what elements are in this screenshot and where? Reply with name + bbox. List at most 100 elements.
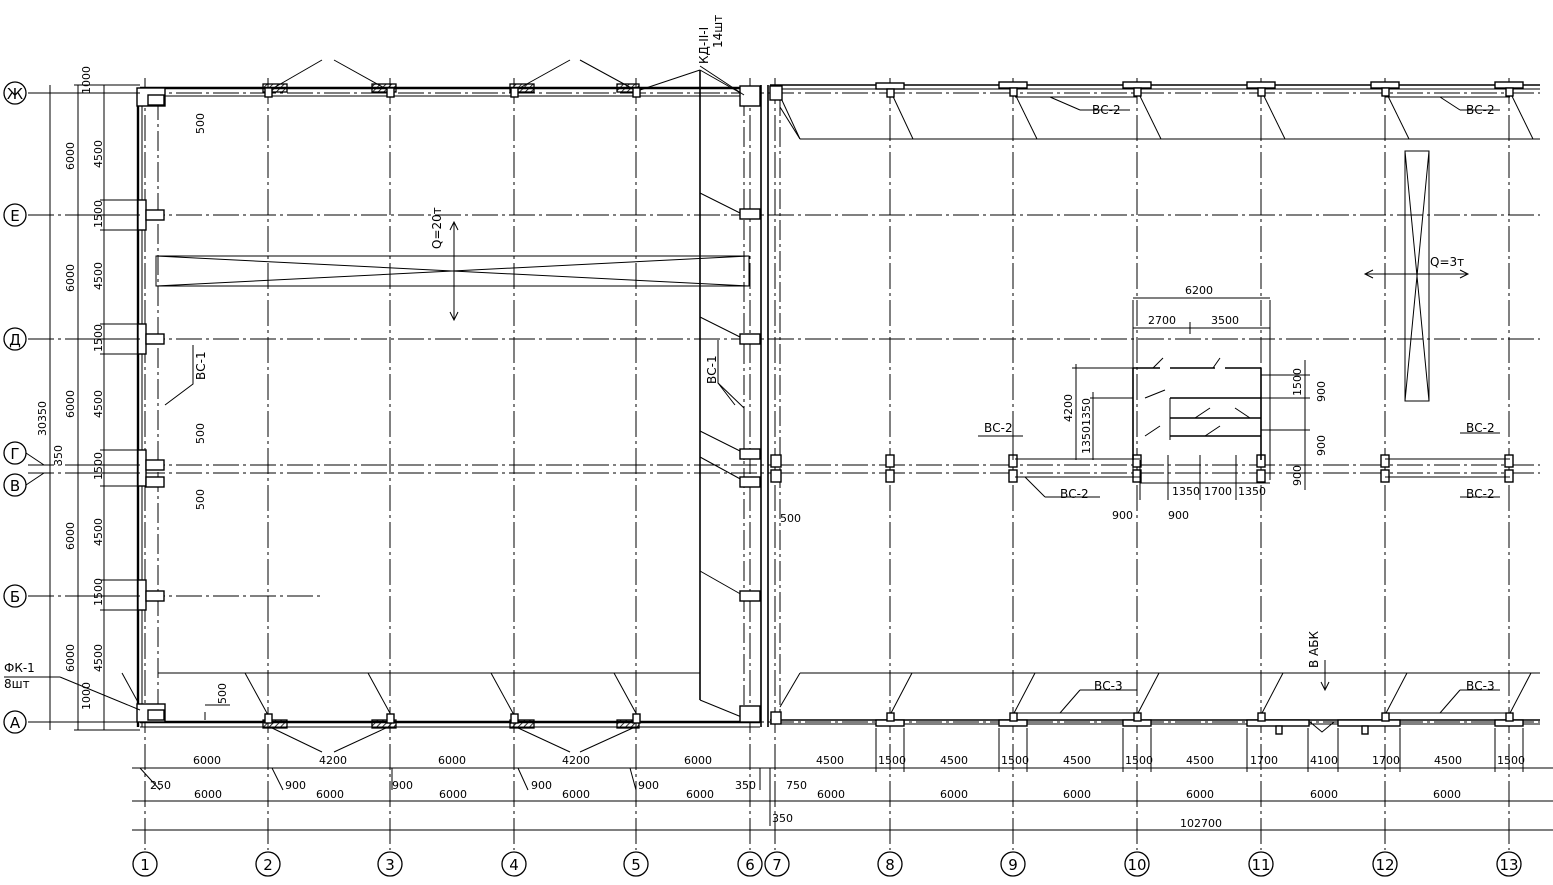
joint-bracing [699,192,745,597]
dim-b1-1500-c: 1500 [1125,754,1153,767]
vs3-b-label: ВС-3 [1466,679,1495,693]
dim-500-top: 500 [194,113,207,134]
axis-letter-a: А [10,714,21,732]
dim-h-1350-b: 1350 [1238,485,1266,498]
crane-left [155,220,750,322]
dim-left-6000-e: 6000 [64,644,77,672]
axis-number-10: 10 [1127,856,1146,874]
dim-left-4500-c: 4500 [92,390,105,418]
dim-b2-6000-6: 6000 [817,788,845,801]
dim-tie-900-d: 900 [638,779,659,792]
dim-h-1700: 1700 [1204,485,1232,498]
dim-b1-4200-a: 4200 [319,754,347,767]
dim-h-900-b: 900 [1168,509,1189,522]
dim-left-4500-a: 4500 [92,140,105,168]
dim-v-900-b: 900 [1315,435,1328,456]
crane-left-label: Q=20т [430,207,444,249]
dim-tie-900-a: 900 [285,779,306,792]
kd-count: 14шт [711,15,725,48]
dim-b2-6000-9: 6000 [1186,788,1214,801]
dim-500-joint: 500 [780,512,801,525]
dim-b2-6000-2: 6000 [316,788,344,801]
dim-b2-6000-11: 6000 [1433,788,1461,801]
dim-b1-1500-d: 1500 [1497,754,1525,767]
dim-b1-1700-a: 1700 [1250,754,1278,767]
axis-number-8: 8 [885,856,895,874]
dim-row3-350: 350 [772,812,793,825]
dim-b2-6000-3: 6000 [439,788,467,801]
dim-tie-750: 750 [786,779,807,792]
axis-letter-d: Д [9,331,21,349]
dim-tie-350: 350 [735,779,756,792]
dim-b1-4100: 4100 [1310,754,1338,767]
axis-letter-e: Е [10,207,19,225]
kd-label: КД-II-I [697,27,711,64]
dim-b1-4500-a: 4500 [816,754,844,767]
axis-number-1: 1 [140,856,150,874]
dim-left-1000-bottom: 1000 [80,682,93,710]
axis-number-5: 5 [631,856,641,874]
dim-tie-900-c: 900 [531,779,552,792]
dim-b1-1700-b: 1700 [1372,754,1400,767]
bracing-callouts [164,65,1510,714]
axis-number-2: 2 [263,856,273,874]
fk-label: ФК-1 [4,661,35,675]
dim-b2-6000-8: 6000 [1063,788,1091,801]
dim-b2-6000-10: 6000 [1310,788,1338,801]
dim-b1-6000-c: 6000 [684,754,712,767]
crane-right-label: Q=3т [1430,255,1464,269]
axis-letter-g: Г [10,445,19,463]
dim-opening-2700: 2700 [1148,314,1176,327]
columns [136,81,1524,735]
left-dimension-lines [4,84,141,731]
dim-b1-6000-b: 6000 [438,754,466,767]
vs2-mid-c-label: ВС-2 [1466,421,1495,435]
vs1-left-label: ВС-1 [194,351,208,380]
dim-left-6000-d: 6000 [64,522,77,550]
axis-number-12: 12 [1375,856,1394,874]
vs3-a-label: ВС-3 [1094,679,1123,693]
dim-500-g: 500 [194,423,207,444]
crane-right [1363,150,1470,402]
dim-tie-900-b: 900 [392,779,413,792]
dim-b1-4500-c: 4500 [1063,754,1091,767]
fk-count: 8шт [4,677,30,691]
dim-b2-6000-1: 6000 [194,788,222,801]
axis-letter-b: Б [10,588,20,606]
letter-axis-lines [28,92,1540,723]
axis-number-9: 9 [1008,856,1018,874]
vs2-mid-a-label: ВС-2 [984,421,1013,435]
dim-left-4500-b: 4500 [92,262,105,290]
vs2-top-b-label: ВС-2 [1466,103,1495,117]
dim-left-1500-d: 1500 [92,578,105,606]
dim-b2-6000-5: 6000 [686,788,714,801]
vs1-joint-label: ВС-1 [705,355,719,384]
dim-500-bottom: 500 [216,683,229,704]
bottom-dimension-lines [132,704,1553,831]
dim-b1-4500-e: 4500 [1434,754,1462,767]
dim-v-4200: 4200 [1062,394,1075,422]
dim-tie-250: 250 [150,779,171,792]
vs2-mid-b-label: ВС-2 [1060,487,1089,501]
dim-h-1350-a: 1350 [1172,485,1200,498]
axis-number-3: 3 [385,856,395,874]
dim-opening-3500: 3500 [1211,314,1239,327]
top-window-lines [269,59,1534,140]
abk-label: В АБК [1307,631,1321,668]
dim-b1-1500-a: 1500 [878,754,906,767]
dim-left-6000-b: 6000 [64,264,77,292]
dim-h-900-a: 900 [1112,509,1133,522]
dim-left-30350: 30350 [36,401,49,436]
dim-left-6000-c: 6000 [64,390,77,418]
dim-b2-6000-4: 6000 [562,788,590,801]
dim-total-102700: 102700 [1180,817,1222,830]
dim-left-4500-e: 4500 [92,644,105,672]
dim-left-1500-b: 1500 [92,324,105,352]
dim-b1-6000-a: 6000 [193,754,221,767]
letter-axis-bubbles [3,81,45,734]
opening-detail [1072,297,1310,500]
dim-b1-4200-b: 4200 [562,754,590,767]
dim-left-4500-d: 4500 [92,518,105,546]
axis-number-7: 7 [772,856,782,874]
hatched-panels [262,83,640,729]
